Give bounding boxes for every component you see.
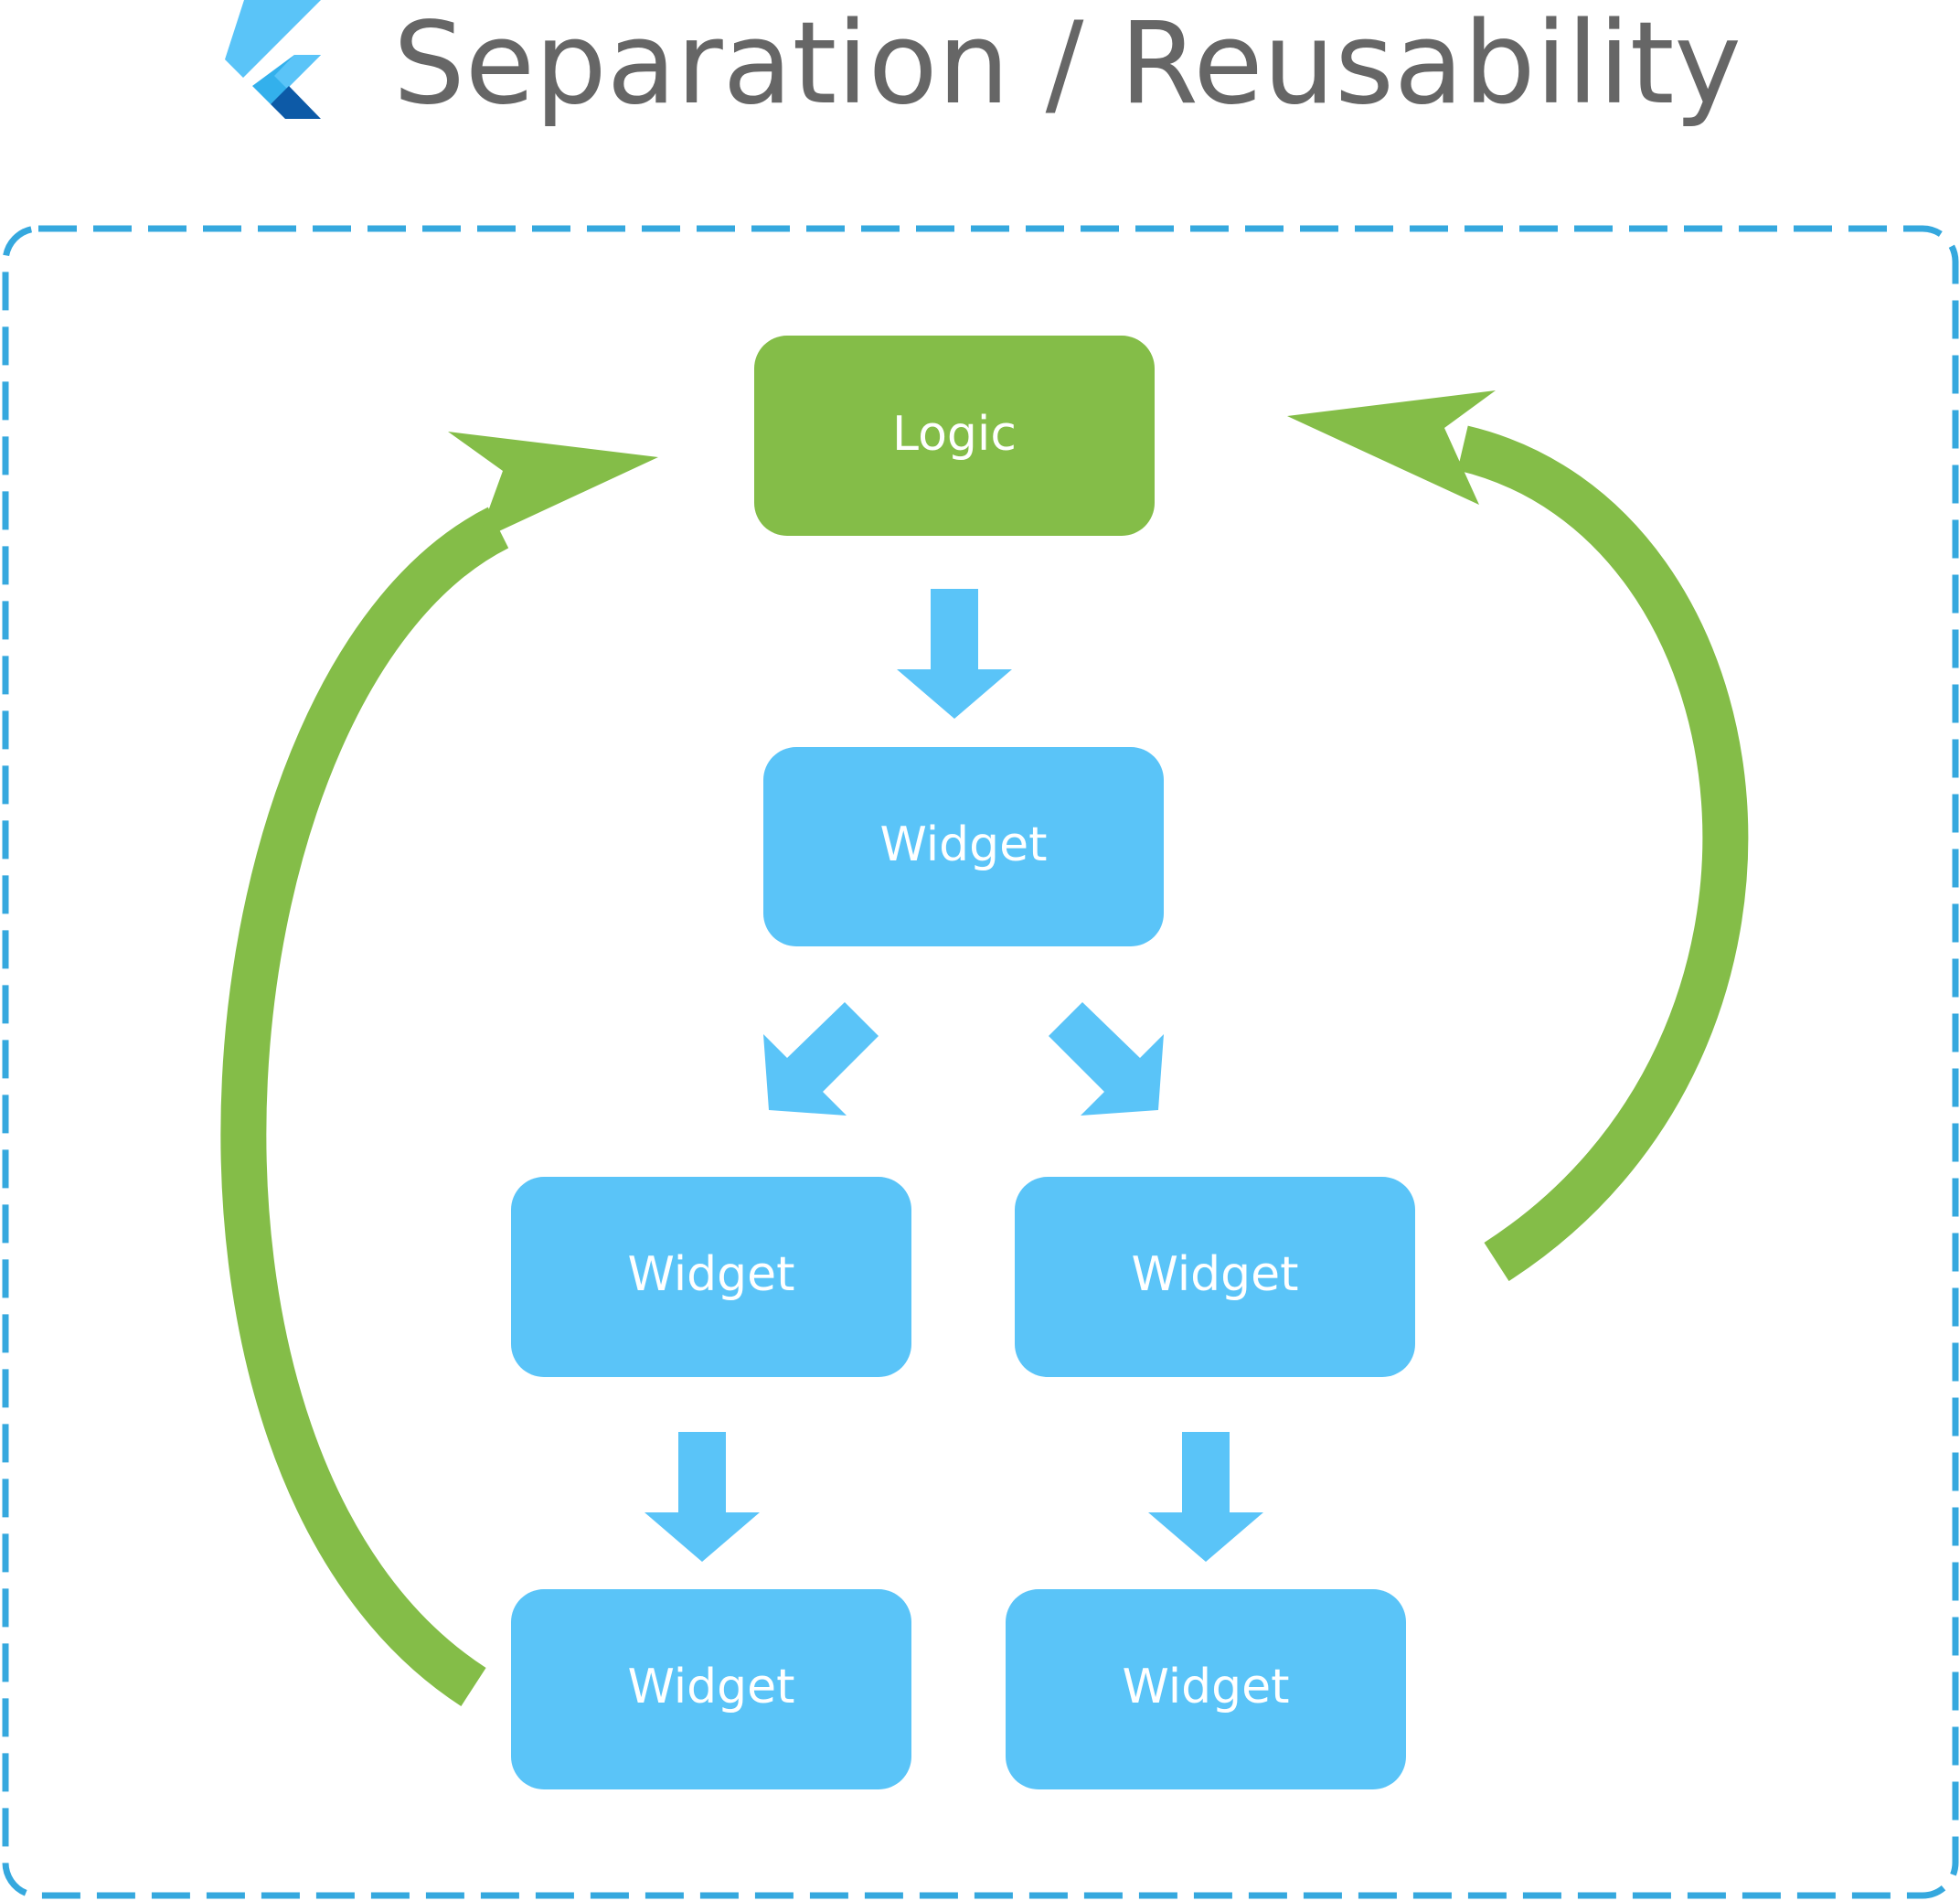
logo-top-bar [225, 0, 321, 78]
feedback-arrow-left-shaft [220, 507, 509, 1706]
dashed-frame [2, 225, 1959, 1899]
feedback-arrow-right-shaft [1457, 425, 1749, 1282]
widget-node-bottom-left-label: Widget [627, 1660, 794, 1714]
feedback-arrow-right-head [1287, 390, 1496, 505]
feedback-arrow-left [220, 432, 658, 1706]
widget-node-mid-left-label: Widget [627, 1247, 794, 1302]
arrow-widget-to-left [763, 1002, 879, 1116]
arrow-mid-right-to-bottom-right [1148, 1432, 1263, 1562]
widget-node-mid-right: Widget [1015, 1177, 1415, 1377]
widget-node-bottom-right-label: Widget [1122, 1660, 1289, 1714]
logic-node: Logic [754, 336, 1155, 536]
arrow-mid-left-to-bottom-left [644, 1432, 760, 1562]
logic-node-box [754, 336, 1155, 536]
widget-node-mid-right-box [1015, 1177, 1415, 1377]
widget-node-bottom-left-box [511, 1589, 911, 1789]
logo-bottom-foot [271, 86, 321, 119]
widget-node-mid-left: Widget [511, 1177, 911, 1377]
widget-node-bottom-left: Widget [511, 1589, 911, 1789]
widget-node-top: Widget [763, 747, 1164, 946]
widget-node-top-box [763, 747, 1164, 946]
logo-mid-bar-light [274, 55, 321, 89]
arrow-widget-to-right [1049, 1002, 1164, 1116]
logic-node-label: Logic [892, 407, 1017, 462]
page-title: Separation / Reusability [393, 0, 1742, 130]
arrow-logic-to-widget [897, 589, 1012, 719]
widget-node-bottom-right: Widget [1006, 1589, 1406, 1789]
feedback-arrow-right [1287, 390, 1749, 1282]
widget-node-bottom-right-box [1006, 1589, 1406, 1789]
flutter-logo-icon [225, 0, 321, 119]
widget-node-mid-left-box [511, 1177, 911, 1377]
widget-node-mid-right-label: Widget [1131, 1247, 1298, 1302]
feedback-arrow-left-head [448, 432, 658, 541]
widget-node-top-label: Widget [879, 817, 1047, 872]
